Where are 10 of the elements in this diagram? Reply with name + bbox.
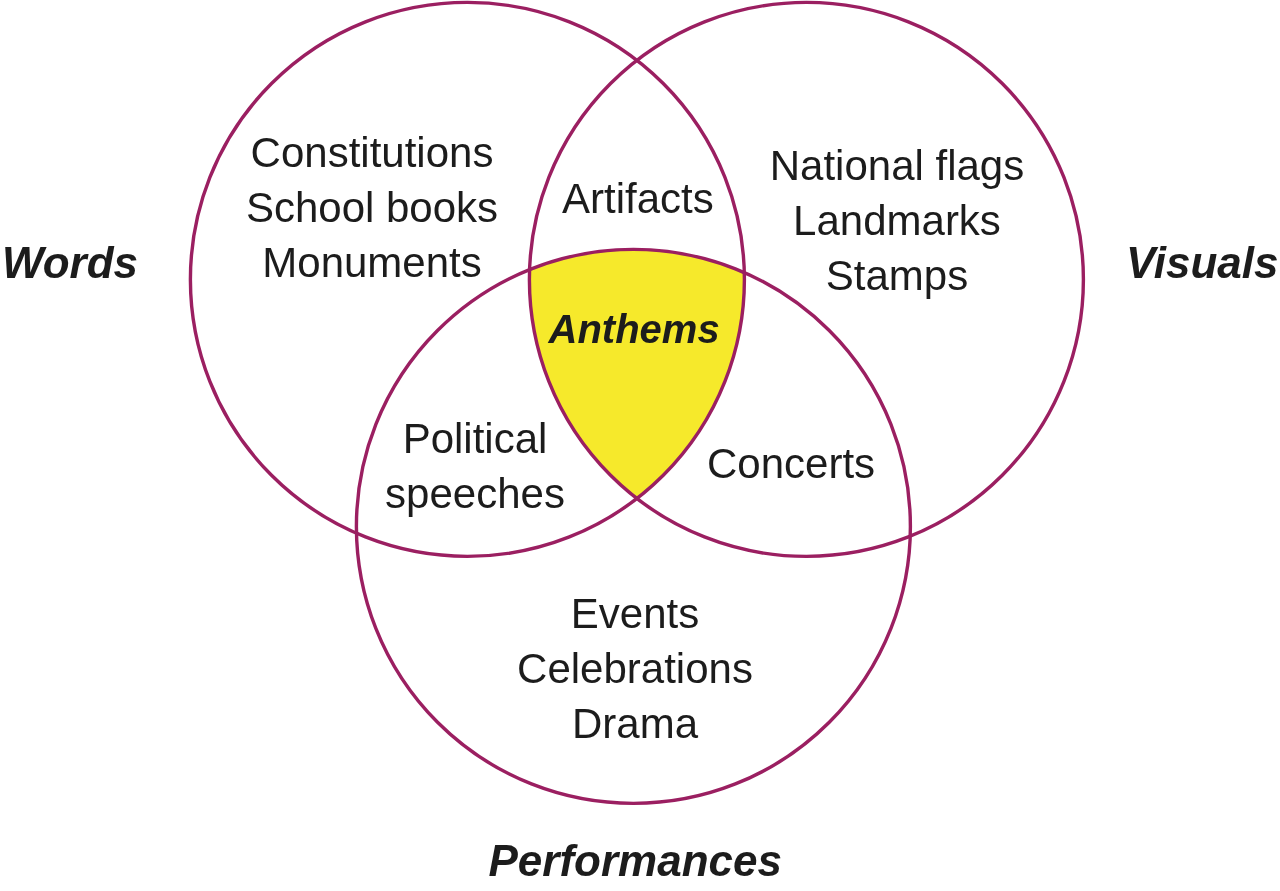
set-label: Performances <box>488 835 782 887</box>
overlap-label: Artifacts <box>562 174 714 224</box>
set-items: National flags Landmarks Stamps <box>768 141 1026 301</box>
overlap-label: Concerts <box>707 439 876 489</box>
set-label: Visuals <box>1126 237 1279 289</box>
set-items: Events Celebrations Drama <box>516 589 754 749</box>
intersection-label: Anthems <box>548 306 720 352</box>
set-items: Constitutions School books Monuments <box>244 128 500 288</box>
overlap-label: Political speeches <box>384 414 566 519</box>
set-label: Words <box>2 237 139 289</box>
